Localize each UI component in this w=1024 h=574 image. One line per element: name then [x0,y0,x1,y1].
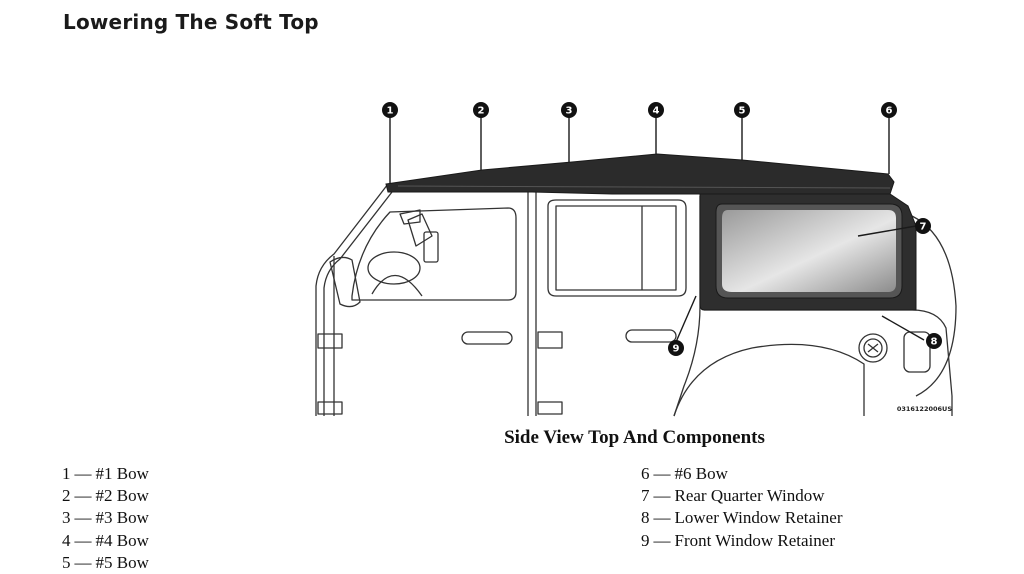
legend-separator: — [74,552,92,572]
legend-item-label: Rear Quarter Window [674,486,825,506]
rear-quarter-window-glass [722,210,896,292]
callout-1: 1 [382,102,398,118]
legend-item-number: 4 [62,530,71,550]
legend-separator: — [653,464,671,483]
svg-text:6: 6 [886,106,893,117]
callout-9: 9 [668,340,684,356]
callout-2: 2 [473,102,489,118]
legend-item: 3—#3 Bow [62,507,149,529]
callout-8: 8 [926,333,942,349]
svg-text:2: 2 [478,106,485,117]
legend-item-number: 7 [641,486,650,506]
legend-item-label: #3 Bow [95,508,149,528]
legend-separator: — [653,530,671,550]
legend-item: 2—#2 Bow [62,485,149,507]
legend-separator: — [653,508,671,528]
vehicle-side-view-illustration: 1 2 3 4 5 6 7 8 [315,102,957,417]
legend-item-label: Lower Window Retainer [674,508,843,528]
soft-top-side-view-figure: 1 2 3 4 5 6 7 8 [312,96,960,418]
soft-top [385,153,917,311]
callout-5: 5 [734,102,750,118]
legend-item-label: #1 Bow [95,464,149,483]
figure-image-code: 0316122006US [897,405,953,413]
svg-text:8: 8 [931,337,938,348]
legend-right: 6—#6 Bow 7—Rear Quarter Window 8—Lower W… [641,463,843,552]
svg-text:3: 3 [566,106,573,117]
legend-item: 8—Lower Window Retainer [641,507,843,529]
legend-item: 6—#6 Bow [641,463,843,485]
legend-item-label: #2 Bow [95,486,149,506]
legend-item-number: 2 [62,486,71,506]
svg-text:9: 9 [673,344,680,355]
figure-caption: Side View Top And Components [504,427,765,448]
legend-item: 5—#5 Bow [62,552,149,574]
legend-item-number: 9 [641,530,650,550]
legend-item-number: 8 [641,508,650,528]
legend-item: 7—Rear Quarter Window [641,485,843,507]
legend-item: 9—Front Window Retainer [641,530,843,552]
legend-item-label: #4 Bow [95,530,149,550]
legend-item-number: 3 [62,508,71,528]
legend-separator: — [74,530,92,550]
callout-7: 7 [915,218,931,234]
svg-text:5: 5 [739,106,746,117]
section-heading: Lowering The Soft Top [63,10,319,34]
svg-text:4: 4 [653,106,660,117]
legend-item: 1—#1 Bow [62,463,149,485]
legend-separator: — [74,508,92,528]
svg-text:1: 1 [387,106,394,117]
legend-item-label: Front Window Retainer [674,530,835,550]
svg-text:7: 7 [920,222,927,233]
legend-left: 1—#1 Bow 2—#2 Bow 3—#3 Bow 4—#4 Bow 5—#5… [62,463,149,574]
legend-item-label: #6 Bow [674,464,728,483]
legend-separator: — [653,486,671,506]
legend-separator: — [74,464,92,483]
legend-item-number: 1 [62,464,71,483]
callout-6: 6 [881,102,897,118]
callout-leader-lines [389,116,925,343]
legend-separator: — [74,486,92,506]
callout-4: 4 [648,102,664,118]
legend-item-number: 6 [641,464,650,483]
legend-item-number: 5 [62,552,71,572]
legend-item: 4—#4 Bow [62,530,149,552]
callout-3: 3 [561,102,577,118]
legend-item-label: #5 Bow [95,552,149,572]
